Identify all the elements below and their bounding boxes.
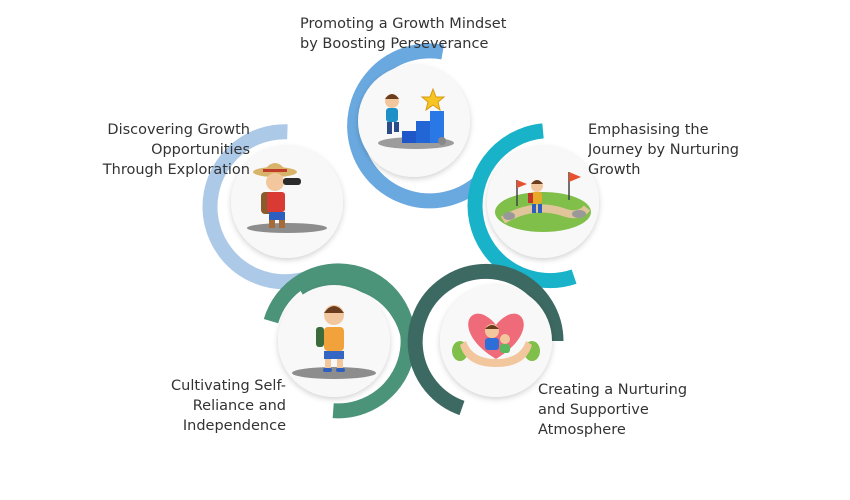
label-bottom-right-wrap: Creating a Nurturing and Supportive Atmo…	[538, 380, 738, 440]
label-line: Independence	[182, 418, 286, 434]
label-right-wrap: Emphasising the Journey by Nurturing Gro…	[588, 120, 788, 180]
label-line: Discovering Growth	[107, 122, 250, 138]
child-with-binoculars-icon	[247, 163, 327, 233]
label-line: Atmosphere	[538, 422, 626, 438]
hands-holding-heart-family-icon	[452, 313, 540, 367]
label-bottom-left: Cultivating Self- Reliance and Independe…	[120, 376, 286, 436]
label-line: Promoting a Growth Mindset	[300, 16, 507, 32]
label-line: Cultivating Self-	[171, 378, 286, 394]
label-bottom-left-wrap: Cultivating Self- Reliance and Independe…	[120, 376, 286, 436]
ring-left	[202, 124, 326, 290]
ring-bottom-left-outer	[297, 273, 417, 343]
node-top	[347, 43, 486, 209]
ring-right	[467, 123, 577, 288]
child-climbing-stairs-star-icon	[378, 87, 454, 149]
node-right	[467, 123, 599, 288]
label-right: Emphasising the Journey by Nurturing Gro…	[588, 120, 788, 180]
label-bottom-right: Creating a Nurturing and Supportive Atmo…	[538, 380, 738, 440]
label-line: Creating a Nurturing	[538, 382, 688, 398]
label-line: Journey by Nurturing	[588, 142, 739, 158]
label-line: and Supportive	[538, 402, 649, 418]
child-walking-path-flags-icon	[495, 172, 591, 232]
label-line: Emphasising the	[588, 122, 709, 138]
label-left: Discovering Growth Opportunities Through…	[60, 120, 250, 180]
label-line: Reliance and	[192, 398, 286, 414]
label-line: Through Exploration	[102, 162, 250, 178]
label-line: by Boosting Perseverance	[300, 36, 489, 52]
ring-bottom-right	[407, 263, 564, 416]
ring-top	[347, 43, 486, 209]
label-left-wrap: Discovering Growth Opportunities Through…	[60, 120, 250, 180]
confident-child-standing-icon	[292, 305, 376, 379]
label-top: Promoting a Growth Mindset by Boosting P…	[300, 14, 550, 54]
node-bottom-right	[407, 263, 564, 416]
label-line: Growth	[588, 162, 641, 178]
node-bottom-left	[263, 263, 417, 419]
label-line: Opportunities	[151, 142, 250, 158]
disc-top	[358, 65, 470, 177]
label-top-wrap: Promoting a Growth Mindset by Boosting P…	[300, 14, 550, 54]
node-left	[202, 124, 343, 290]
